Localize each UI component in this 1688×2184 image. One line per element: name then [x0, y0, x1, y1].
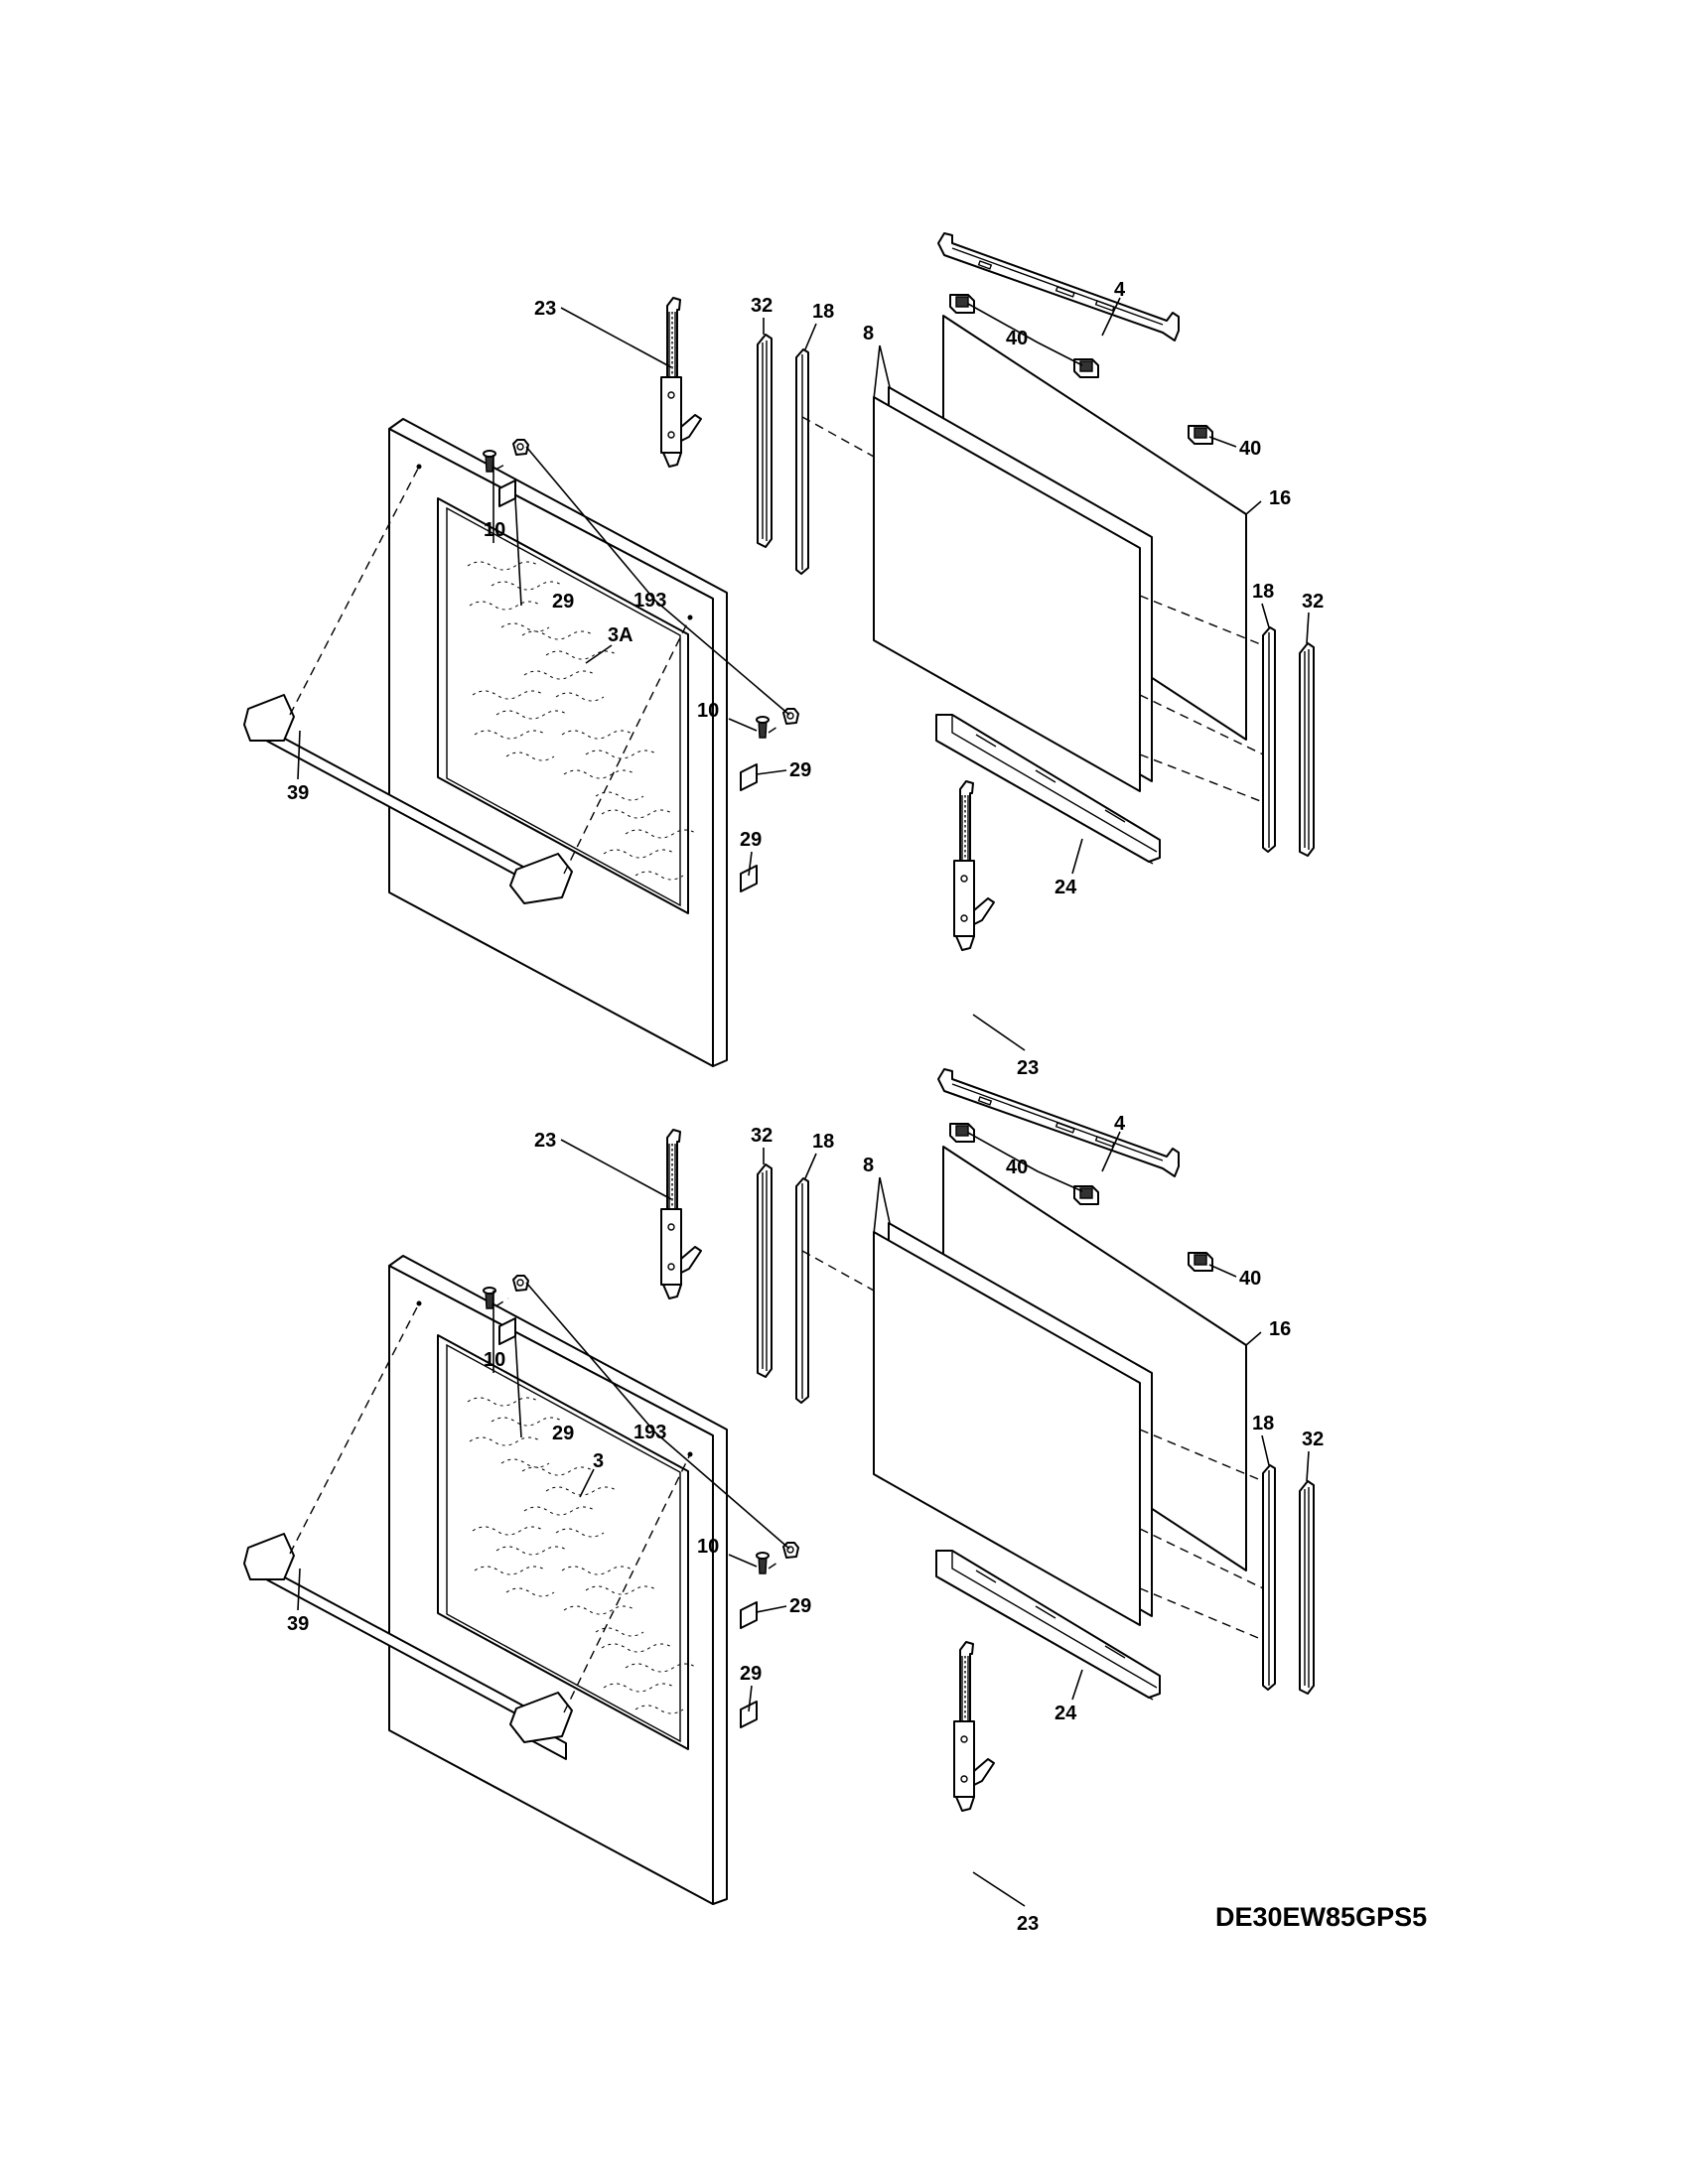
callout-upper-spacer-left: 40	[1006, 328, 1028, 349]
callout-lower-spacer-left: 40	[1006, 1157, 1028, 1178]
lower-glass-pack-front	[873, 1231, 1141, 1626]
callout-upper-spacer-right: 40	[1239, 438, 1261, 460]
upper-door-assembly	[243, 232, 1315, 1067]
lower-channel-right	[1299, 1480, 1315, 1695]
callout-lower-channel-left: 32	[751, 1125, 773, 1147]
lower-insulation-right	[1262, 1464, 1276, 1691]
callout-upper-top-trim: 4	[1114, 279, 1126, 301]
lower-hinge-top	[660, 1129, 702, 1299]
upper-shield-side-upper	[740, 763, 758, 791]
callout-lower-screw-side: 10	[697, 1536, 719, 1558]
lower-door-assembly	[243, 1068, 1315, 1905]
lower-handle	[243, 1533, 573, 1743]
callout-upper-insulation-right: 18	[1252, 581, 1274, 603]
lower-screw-side	[756, 1552, 770, 1574]
model-number: DE30EW85GPS5	[1215, 1902, 1427, 1932]
upper-channel-right	[1299, 642, 1315, 857]
lower-top-trim	[937, 1068, 1180, 1177]
callout-lower-channel-right: 32	[1302, 1429, 1324, 1450]
upper-hinge-bottom	[953, 780, 995, 951]
lower-channel-left	[757, 1163, 773, 1378]
upper-screw-side	[756, 716, 770, 739]
callout-upper-nut: 193	[633, 590, 666, 612]
callout-lower-hinge-bottom: 23	[1017, 1913, 1039, 1935]
upper-callouts: 23 32 18 8 4 40 40 16 10 193 29 3A 10 29…	[287, 279, 1324, 1079]
lower-insulation-left	[795, 1177, 809, 1404]
callout-lower-nut: 193	[633, 1422, 666, 1443]
callout-upper-shield-side-lower: 29	[740, 829, 762, 851]
upper-spacer-center	[1073, 358, 1099, 378]
callout-lower-top-trim: 4	[1114, 1113, 1126, 1135]
upper-insulation-left	[795, 348, 809, 575]
callout-upper-screw-side: 10	[697, 700, 719, 722]
lower-spacer-left	[949, 1123, 975, 1143]
upper-handle	[243, 694, 573, 904]
callout-upper-shield-side-upper: 29	[789, 759, 811, 781]
callout-lower-door-panel: 3	[593, 1450, 604, 1472]
upper-spacer-left	[949, 294, 975, 314]
lower-hinge-bottom	[953, 1641, 995, 1812]
callout-upper-glass-pack: 8	[863, 323, 874, 344]
callout-lower-screw-top: 10	[484, 1349, 505, 1371]
callout-upper-handle: 39	[287, 782, 309, 804]
callout-upper-screw-top: 10	[484, 519, 505, 541]
callout-upper-hinge-top: 23	[534, 298, 556, 320]
upper-glass-pack-front	[873, 396, 1141, 792]
upper-channel-left	[757, 334, 773, 548]
upper-top-trim	[937, 232, 1180, 341]
callout-lower-spacer-right: 40	[1239, 1268, 1261, 1290]
callout-lower-insulation-right: 18	[1252, 1413, 1274, 1434]
upper-insulation-right	[1262, 626, 1276, 853]
callout-lower-shield-top: 29	[552, 1423, 574, 1444]
callout-upper-inner-glass: 16	[1269, 487, 1291, 509]
lower-callouts: 23 32 18 8 4 40 40 16 10 193 29 3 10 29 …	[287, 1113, 1324, 1935]
upper-door-panel	[388, 418, 728, 1067]
callout-lower-hinge-top: 23	[534, 1130, 556, 1152]
callout-upper-bottom-trim: 24	[1055, 877, 1077, 898]
callout-upper-door-panel: 3A	[608, 624, 633, 646]
callout-lower-bottom-trim: 24	[1055, 1703, 1077, 1724]
lower-spacer-right	[1188, 1252, 1213, 1272]
callout-lower-insulation-left: 18	[812, 1131, 834, 1153]
callout-lower-glass-pack: 8	[863, 1155, 874, 1176]
callout-upper-channel-right: 32	[1302, 591, 1324, 613]
callout-lower-shield-side-lower: 29	[740, 1663, 762, 1685]
callout-upper-shield-top: 29	[552, 591, 574, 613]
callout-upper-insulation-left: 18	[812, 301, 834, 323]
callout-lower-inner-glass: 16	[1269, 1318, 1291, 1340]
callout-lower-shield-side-upper: 29	[789, 1595, 811, 1617]
callout-lower-handle: 39	[287, 1613, 309, 1635]
upper-spacer-right	[1188, 425, 1213, 445]
lower-shield-side-upper	[740, 1601, 758, 1629]
callout-upper-hinge-bottom: 23	[1017, 1057, 1039, 1079]
callout-upper-channel-left: 32	[751, 295, 773, 317]
lower-door-panel	[388, 1255, 728, 1905]
upper-hinge-top	[660, 297, 702, 468]
